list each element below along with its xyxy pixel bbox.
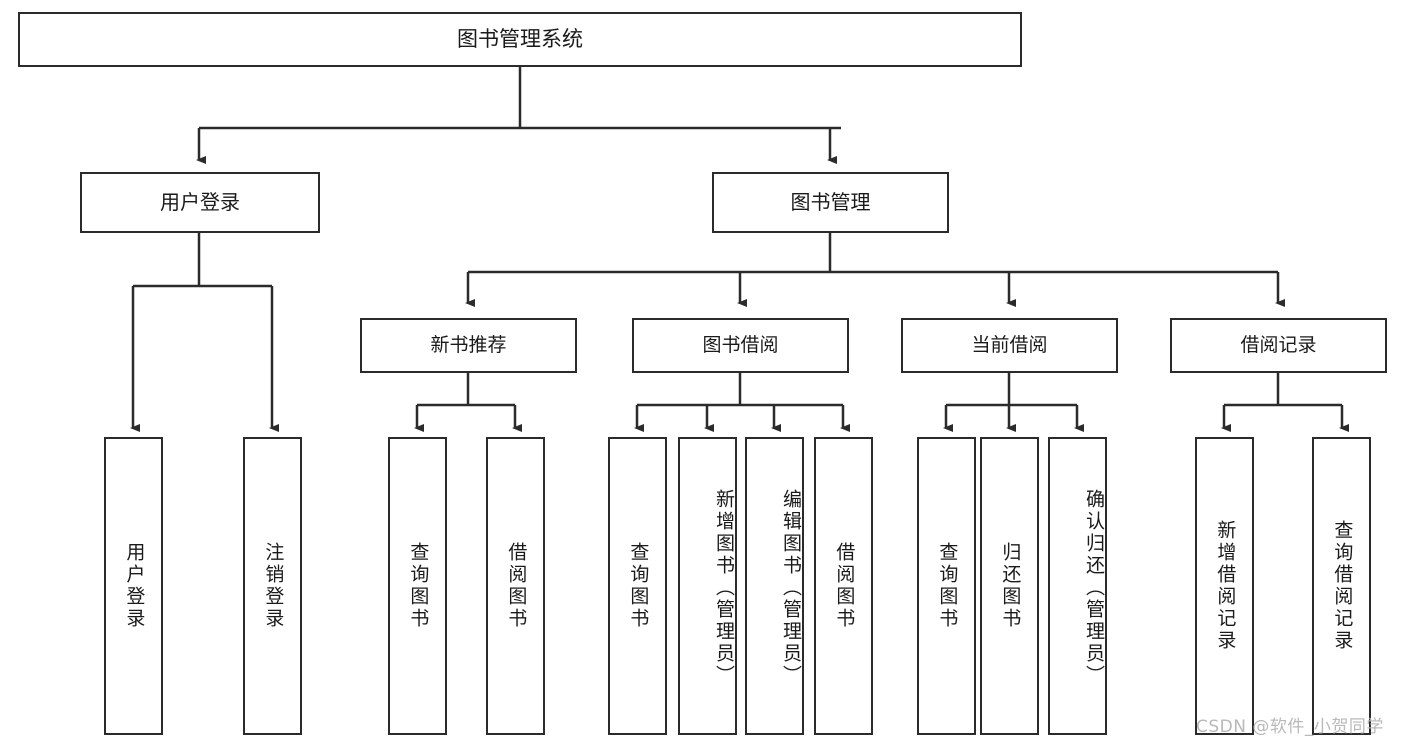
- leaf-borrow-borrow-book[interactable]: 借阅图书: [814, 437, 873, 735]
- leaf-borrow-edit-book-admin[interactable]: 编辑图书（管理员）: [745, 437, 804, 735]
- node-label: 图书借阅: [702, 333, 779, 356]
- node-new-book-recommend[interactable]: 新书推荐: [360, 318, 577, 373]
- node-label: 新书推荐: [430, 333, 507, 356]
- node-label: 用户登录: [123, 542, 146, 630]
- csdn-watermark: CSDN @软件_小贺同学: [1196, 717, 1384, 737]
- node-label: 新增图书（管理员）: [713, 489, 735, 687]
- node-label: 用户登录: [160, 190, 240, 214]
- node-label: 当前借阅: [971, 333, 1048, 356]
- node-borrow-record[interactable]: 借阅记录: [1170, 318, 1387, 373]
- node-label: 查询借阅记录: [1331, 520, 1354, 652]
- node-root-book-management-system[interactable]: 图书管理系统: [18, 12, 1022, 67]
- node-label: 新增借阅记录: [1214, 520, 1237, 652]
- leaf-current-return-book[interactable]: 归还图书: [980, 437, 1039, 735]
- leaf-borrow-add-book-admin[interactable]: 新增图书（管理员）: [678, 437, 737, 735]
- node-label: 查询图书: [936, 542, 959, 630]
- leaf-user-login-logout[interactable]: 注销登录: [243, 437, 302, 735]
- leaf-user-login-login[interactable]: 用户登录: [104, 437, 163, 735]
- node-book-management[interactable]: 图书管理: [712, 172, 949, 233]
- node-label: 图书管理: [790, 190, 871, 214]
- leaf-current-confirm-return-admin[interactable]: 确认归还（管理员）: [1048, 437, 1107, 735]
- node-label: 查询图书: [407, 542, 430, 630]
- leaf-borrow-query-book[interactable]: 查询图书: [608, 437, 667, 735]
- node-label: 查询图书: [627, 542, 650, 630]
- node-label: 注销登录: [262, 542, 285, 630]
- node-label: 归还图书: [999, 542, 1022, 630]
- leaf-record-query-record[interactable]: 查询借阅记录: [1312, 437, 1371, 735]
- node-label: 图书管理系统: [457, 27, 583, 52]
- node-book-borrow[interactable]: 图书借阅: [632, 318, 849, 373]
- node-label: 编辑图书（管理员）: [780, 489, 802, 687]
- node-user-login[interactable]: 用户登录: [80, 172, 320, 233]
- leaf-new-book-borrow-book[interactable]: 借阅图书: [486, 437, 545, 735]
- node-label: 确认归还（管理员）: [1083, 489, 1105, 687]
- node-label: 借阅图书: [833, 542, 856, 630]
- node-label: 借阅图书: [505, 542, 528, 630]
- leaf-new-book-query-book[interactable]: 查询图书: [388, 437, 447, 735]
- leaf-current-query-book[interactable]: 查询图书: [917, 437, 976, 735]
- node-current-borrow[interactable]: 当前借阅: [901, 318, 1118, 373]
- node-label: 借阅记录: [1240, 333, 1317, 356]
- leaf-record-add-record[interactable]: 新增借阅记录: [1195, 437, 1254, 735]
